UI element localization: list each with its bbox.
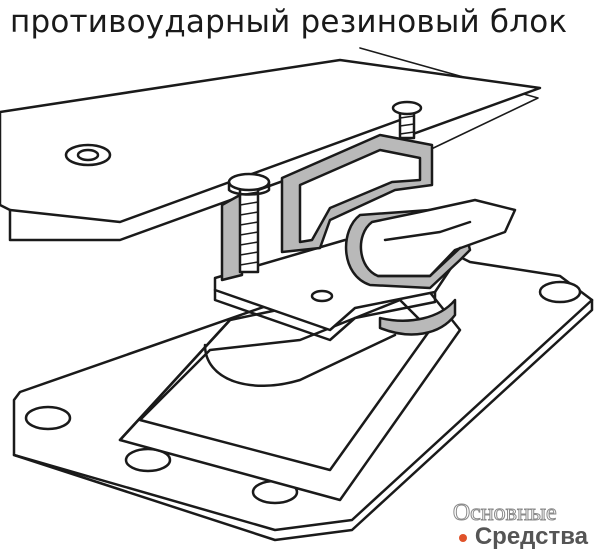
- rubber-block-face: [298, 148, 422, 244]
- publisher-watermark: Основные Средства: [452, 500, 588, 550]
- hook-gap: [383, 220, 472, 242]
- rubber-underside: [378, 298, 457, 336]
- watermark-dot: [458, 534, 467, 542]
- watermark-line-2: Средства: [474, 523, 588, 550]
- frame-plate-edge: [8, 118, 402, 224]
- base-hole-right: [538, 280, 582, 304]
- clamp-plate-thickness: [213, 288, 437, 342]
- rubber-strip: [220, 193, 244, 282]
- bolt-left-head-side: [227, 180, 271, 196]
- watermark-line-1: Основные: [452, 500, 557, 526]
- bolt-right-head: [391, 100, 423, 116]
- callout-label: противоударный резиновый блок: [10, 4, 568, 40]
- base-hole-left: [24, 405, 72, 431]
- bracket-arch: [203, 333, 397, 388]
- bolt-left-head: [227, 172, 271, 192]
- bracket-crease: [118, 318, 232, 442]
- hook-metal-edge: [376, 246, 462, 278]
- base-plate-thickness: [12, 298, 594, 542]
- frame-hole-inner: [76, 148, 100, 162]
- bolt-right-thread: [399, 115, 415, 135]
- hook-metal: [359, 198, 517, 278]
- base-hole-front: [124, 447, 172, 473]
- clamp-hole: [310, 289, 334, 303]
- leader-line: [359, 47, 539, 153]
